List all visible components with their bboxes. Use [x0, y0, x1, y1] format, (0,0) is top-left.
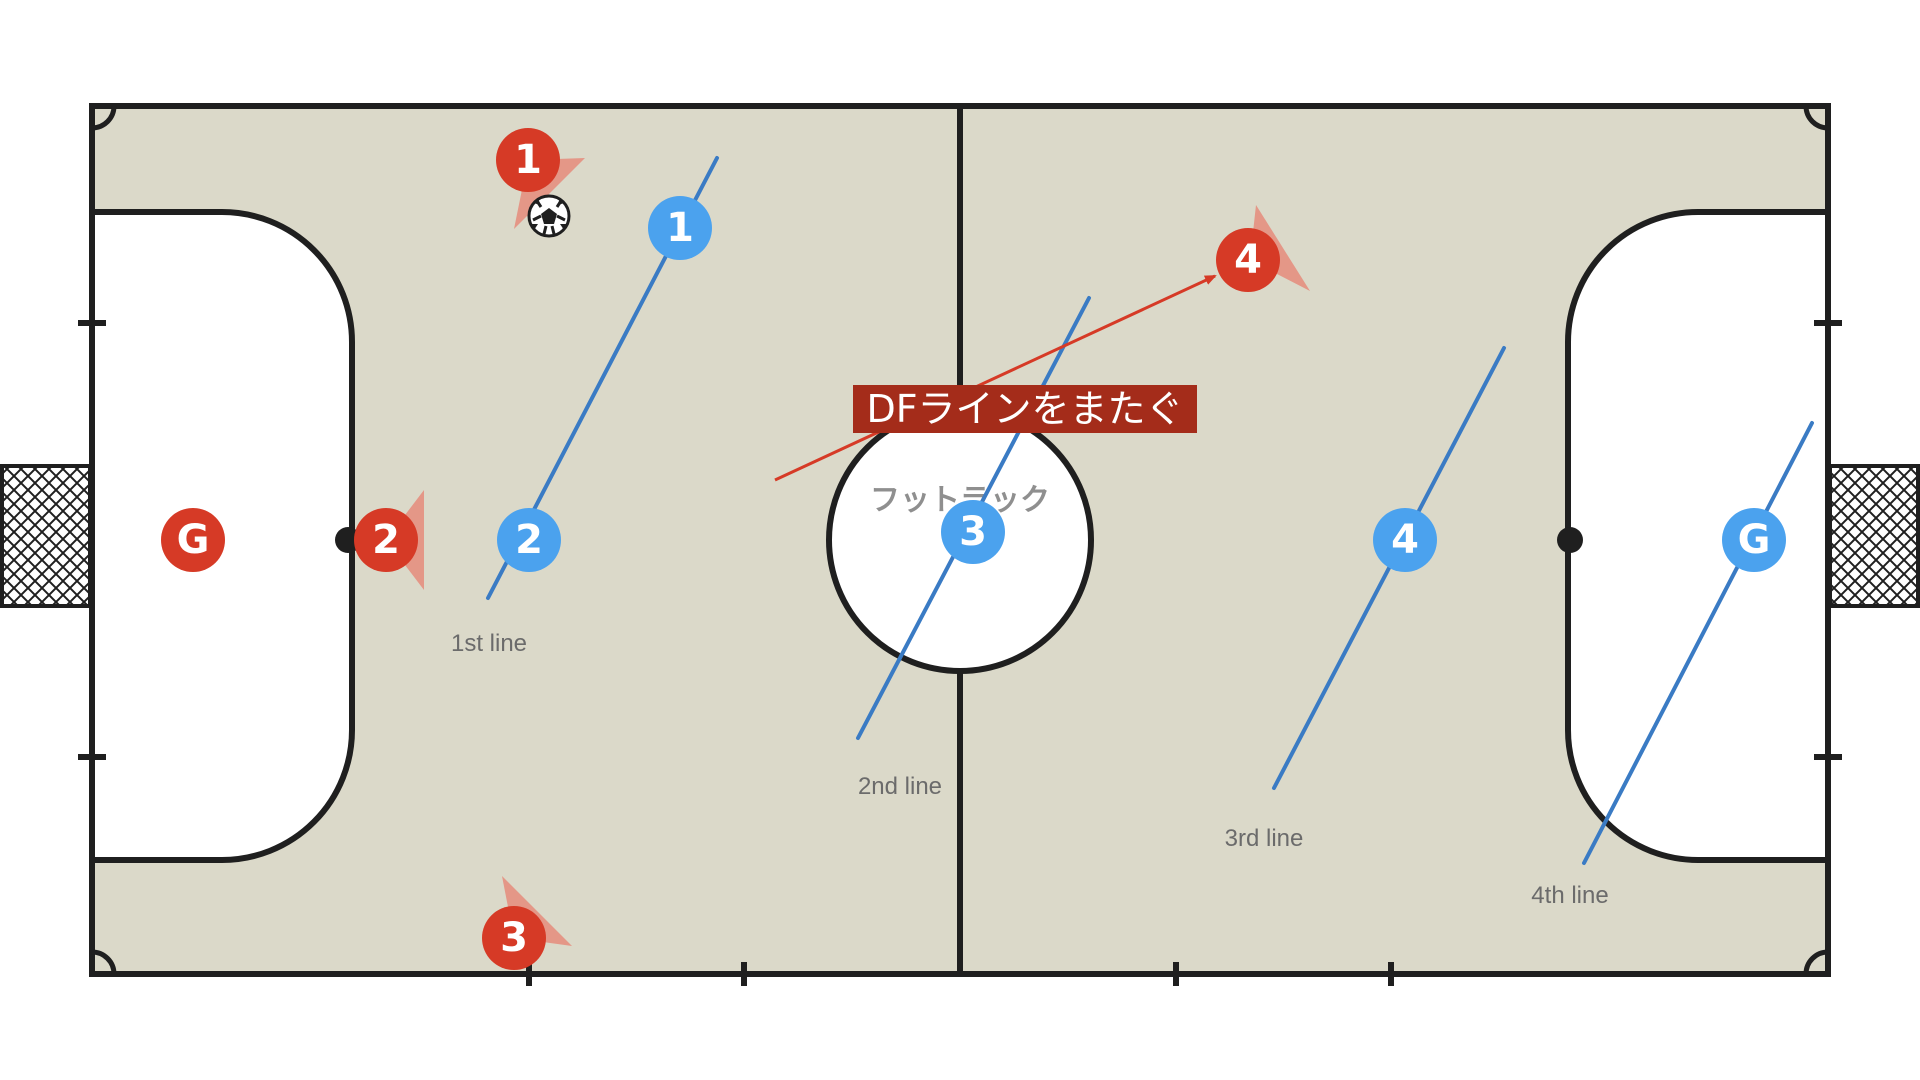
- defensive-line-label-3: 3rd line: [1225, 825, 1304, 852]
- svg-text:G: G: [1738, 517, 1771, 563]
- blue-goalkeeper[interactable]: G: [1722, 508, 1786, 572]
- callout: DFラインをまたぐ: [853, 385, 1197, 433]
- svg-text:3: 3: [500, 915, 528, 961]
- red-player-1[interactable]: 1: [496, 128, 560, 192]
- blue-player-3[interactable]: 3: [941, 500, 1005, 564]
- goal-right-icon: [1828, 464, 1920, 608]
- corner-arc-tl: [91, 105, 117, 131]
- svg-text:4: 4: [1391, 517, 1419, 563]
- svg-text:2: 2: [515, 517, 543, 563]
- defensive-line-4: [1582, 421, 1814, 865]
- corner-arc-bl: [91, 949, 117, 975]
- svg-text:1: 1: [514, 137, 542, 183]
- svg-text:4: 4: [1234, 237, 1262, 283]
- goal-left-icon: [0, 464, 92, 608]
- run-arrow: [774, 274, 1217, 482]
- defensive-line-label-2: 2nd line: [858, 773, 942, 800]
- penalty-spot-left: [335, 527, 361, 553]
- side-tick-marks: [78, 320, 1842, 986]
- corner-arc-br: [1803, 949, 1829, 975]
- blue-player-4[interactable]: 4: [1373, 508, 1437, 572]
- blue-player-2[interactable]: 2: [497, 508, 561, 572]
- svg-text:2: 2: [372, 517, 400, 563]
- callout-box: [853, 385, 1197, 433]
- penalty-spot-right: [1557, 527, 1583, 553]
- callout-text: DFラインをまたぐ: [866, 387, 1183, 431]
- red-goalkeeper[interactable]: G: [161, 508, 225, 572]
- soccer-ball-icon[interactable]: [527, 194, 571, 238]
- blue-player-1[interactable]: 1: [648, 196, 712, 260]
- red-player-2[interactable]: 2: [354, 508, 418, 572]
- defensive-line-label-1: 1st line: [451, 630, 527, 657]
- svg-text:1: 1: [666, 205, 694, 251]
- svg-text:3: 3: [959, 509, 987, 555]
- defensive-line-3: [1272, 346, 1506, 790]
- penalty-area-right: [1565, 209, 1831, 863]
- vision-cone-red-4: [1250, 205, 1310, 291]
- defensive-line-label-4: 4th line: [1531, 882, 1608, 909]
- svg-text:G: G: [177, 517, 210, 563]
- red-player-4[interactable]: 4: [1216, 228, 1280, 292]
- corner-arc-tr: [1803, 105, 1829, 131]
- red-player-3[interactable]: 3: [482, 906, 546, 970]
